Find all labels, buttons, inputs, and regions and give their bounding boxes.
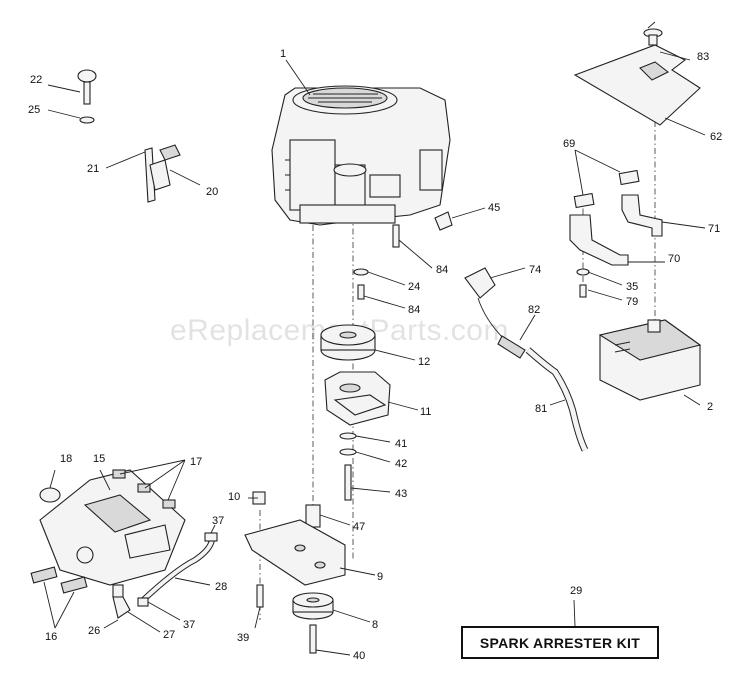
callout-45: 45: [488, 202, 500, 214]
callout-25: 25: [28, 104, 40, 116]
callout-62: 62: [710, 131, 722, 143]
callout-29: 29: [570, 585, 582, 597]
callout-37b: 37: [183, 619, 195, 631]
leader-lines: [43, 21, 706, 656]
bracket-9: [244, 519, 346, 586]
pulley-12: [320, 324, 376, 361]
callout-9: 9: [377, 571, 383, 583]
callout-79: 79: [626, 296, 638, 308]
washer-35: [576, 268, 590, 298]
callout-37a: 37: [212, 515, 224, 527]
fuel-line: [477, 297, 589, 452]
callout-27: 27: [163, 629, 175, 641]
spark-arrester-kit-box: SPARK ARRESTER KIT: [461, 626, 659, 659]
callouts: 1 2 8 9 10 11 12 15 16 17 18 20 21 22 24…: [28, 48, 722, 662]
bolt-39: [256, 584, 264, 608]
callout-22: 22: [30, 74, 42, 86]
washer-24: [353, 224, 400, 300]
fitting-45: [434, 211, 453, 231]
callout-81: 81: [535, 403, 547, 415]
callout-39: 39: [237, 632, 249, 644]
callout-17: 17: [190, 456, 202, 468]
exhaust-pipes: [569, 194, 663, 266]
electric-clutch: [324, 371, 391, 426]
heat-shield: [573, 44, 701, 126]
callout-1: 1: [280, 48, 286, 60]
callout-26: 26: [88, 625, 100, 637]
callout-12: 12: [418, 356, 430, 368]
callout-83: 83: [697, 51, 709, 63]
callout-41: 41: [395, 438, 407, 450]
bolt-83: [643, 28, 663, 46]
callout-42: 42: [395, 458, 407, 470]
spacer-47: [305, 504, 321, 528]
plug-18: [39, 487, 61, 503]
callout-71: 71: [708, 223, 720, 235]
callout-2: 2: [707, 401, 713, 413]
callout-40: 40: [353, 650, 365, 662]
callout-47: 47: [353, 521, 365, 533]
callout-20: 20: [206, 186, 218, 198]
dipstick: [144, 144, 181, 203]
callout-70: 70: [668, 253, 680, 265]
callout-10: 10: [228, 491, 240, 503]
hose-28: [137, 532, 218, 607]
bolt-40: [309, 624, 317, 654]
callout-84a: 84: [436, 264, 448, 276]
callout-43: 43: [395, 488, 407, 500]
callout-8: 8: [372, 619, 378, 631]
elbow-74: [464, 267, 496, 299]
pads-17: [112, 469, 176, 509]
callout-82: 82: [528, 304, 540, 316]
washers-41-42: [339, 432, 357, 501]
callout-18: 18: [60, 453, 72, 465]
callout-35: 35: [626, 281, 638, 293]
callout-15: 15: [93, 453, 105, 465]
callout-11: 11: [420, 406, 431, 418]
callout-74: 74: [529, 264, 541, 276]
callout-21: 21: [87, 163, 99, 175]
callout-24: 24: [408, 281, 420, 293]
pulley-8: [292, 592, 334, 620]
engine-mount: [39, 469, 186, 586]
pads-16: [30, 566, 88, 594]
gaskets: [573, 169, 640, 209]
muffler: [598, 319, 702, 401]
callout-28: 28: [215, 581, 227, 593]
fitting-26: [112, 584, 131, 619]
callout-84b: 84: [408, 304, 420, 316]
spark-arrester-kit-label: SPARK ARRESTER KIT: [479, 634, 641, 651]
callout-16: 16: [45, 631, 57, 643]
callout-69: 69: [563, 138, 575, 150]
engine: [271, 85, 451, 226]
bolt-22: [77, 69, 97, 124]
